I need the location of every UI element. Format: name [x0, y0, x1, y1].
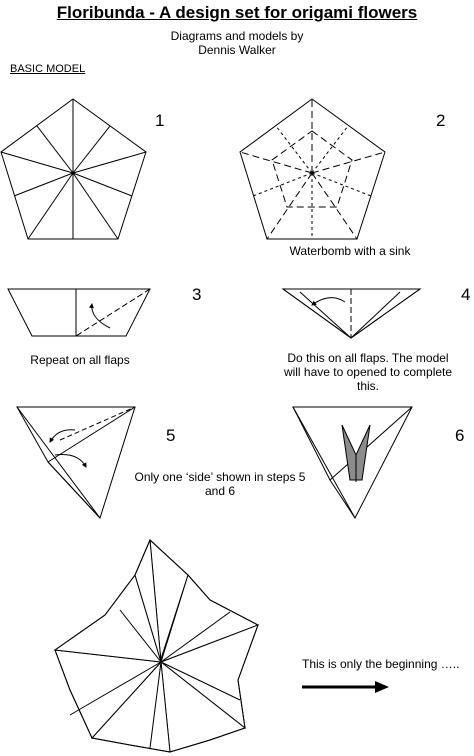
- step-number-1: 1: [155, 111, 165, 130]
- step-6-diagram: [292, 406, 413, 519]
- step-number-6: 6: [455, 426, 465, 445]
- fold-arrow-icon: [49, 429, 76, 443]
- credit-line-2: Dennis Walker: [198, 43, 276, 57]
- section-label: BASIC MODEL: [10, 63, 86, 75]
- step-number-5: 5: [166, 426, 176, 445]
- page-title: Floribunda - A design set for origami fl…: [56, 3, 418, 22]
- step-4-diagram: [281, 288, 422, 339]
- fold-arrow-icon: [54, 454, 87, 468]
- step-2-caption: Waterbomb with a sink: [289, 244, 411, 258]
- step-3-caption: Repeat on all flaps: [30, 353, 130, 367]
- step-5-caption-line-1: Only one ‘side’ shown in steps 5: [134, 470, 306, 484]
- step-number-2: 2: [436, 111, 446, 130]
- fold-arrow-icon: [311, 297, 346, 306]
- step-1-diagram: [0, 98, 147, 240]
- credit-line-1: Diagrams and models by: [170, 29, 304, 43]
- step-5-diagram: [16, 406, 136, 519]
- closing-caption: This is only the beginning …..: [302, 657, 460, 671]
- step-4-caption-line-3: this.: [356, 379, 379, 393]
- fold-arrow-icon: [88, 303, 111, 329]
- flower-diagram: [53, 538, 260, 753]
- step-3-diagram: [7, 288, 151, 337]
- step-number-4: 4: [461, 285, 471, 304]
- step-4-caption-line-1: Do this on all flaps. The model: [287, 351, 449, 365]
- step-2-diagram: [239, 98, 386, 240]
- step-5-caption-line-2: and 6: [204, 484, 236, 498]
- right-arrow-icon: [302, 681, 389, 693]
- step-4-caption-line-2: will have to opened to complete: [283, 365, 453, 379]
- step-number-3: 3: [192, 285, 202, 304]
